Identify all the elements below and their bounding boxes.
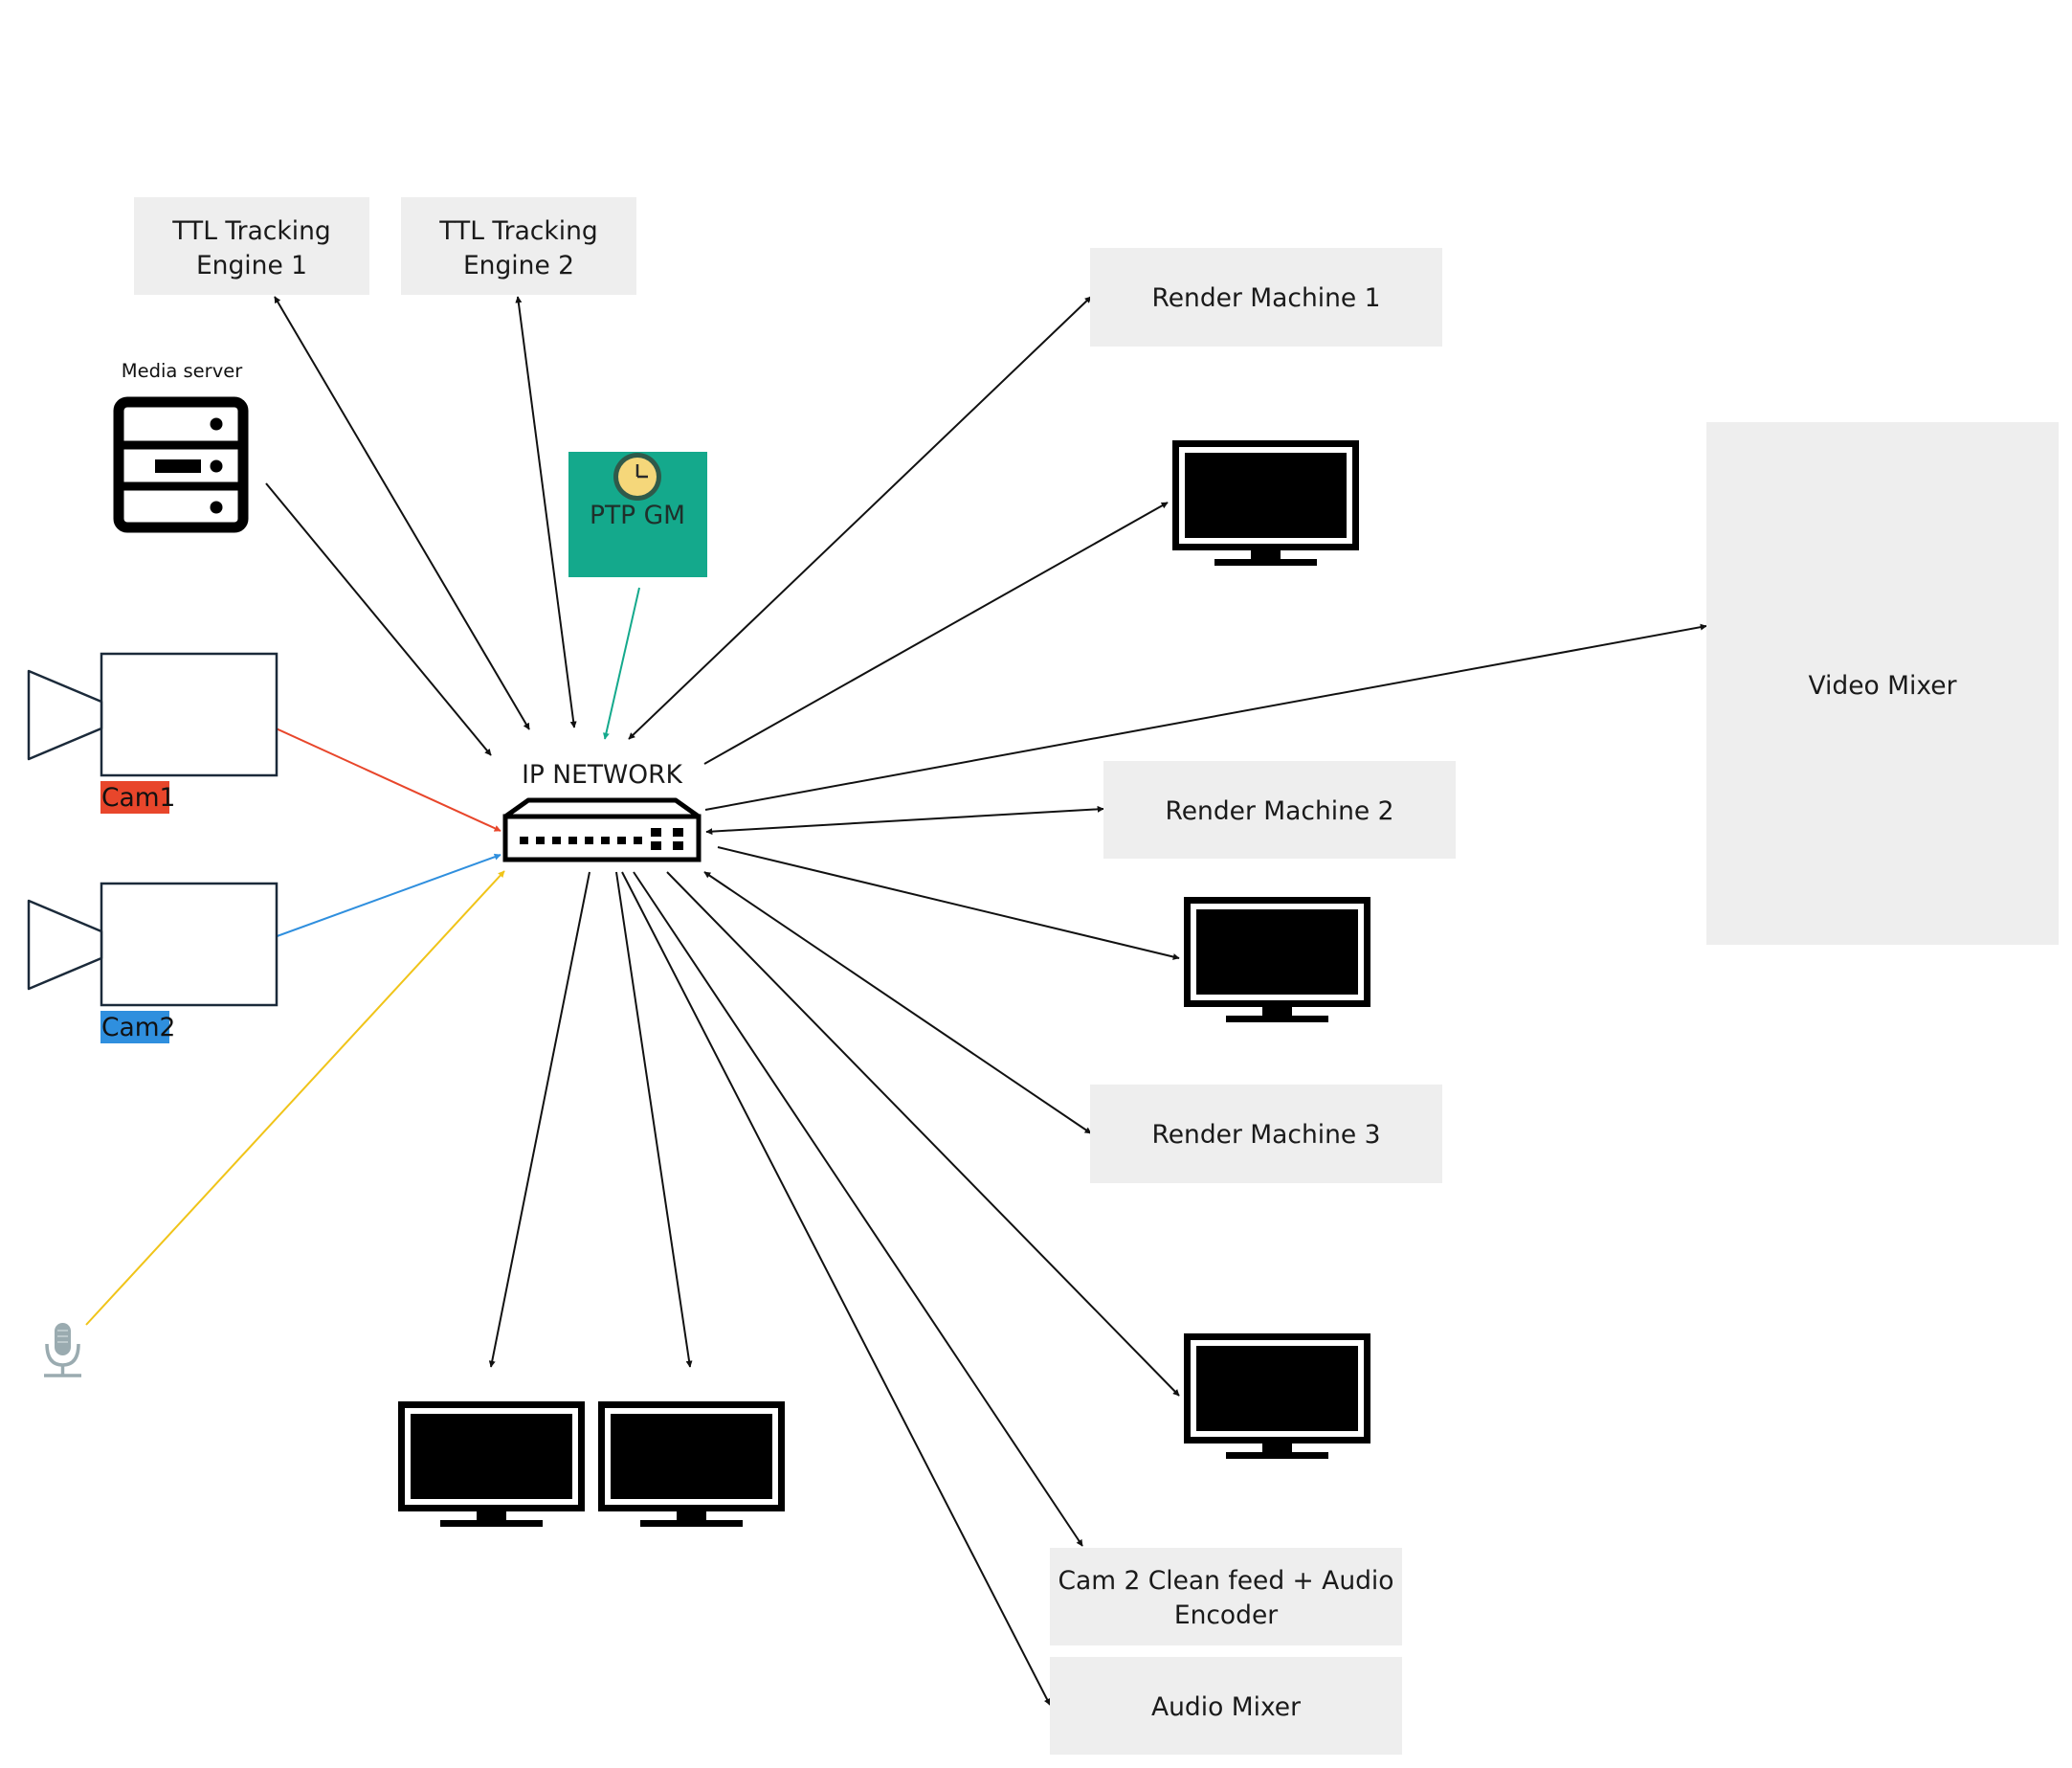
edge-monitor-bottom-left — [488, 871, 590, 1368]
monitor-icon — [1184, 897, 1370, 1022]
edge-monitor-2 — [717, 846, 1180, 960]
edge-cam1 — [250, 716, 501, 832]
ttl2-label-line2: Engine 2 — [463, 251, 574, 280]
edge-monitor-1 — [703, 502, 1169, 765]
edge-encoder — [633, 871, 1083, 1547]
media-server-label: Media server — [122, 360, 243, 382]
edge-cam2 — [250, 853, 501, 947]
edge-render1 — [628, 296, 1092, 740]
render-machine-2[interactable]: Render Machine 2 — [1103, 761, 1456, 859]
edge-render3 — [703, 871, 1092, 1134]
monitor-icon — [598, 1401, 785, 1527]
edge-ptp — [602, 587, 640, 740]
encoder-label-line1: Cam 2 Clean feed + Audio — [1058, 1566, 1393, 1596]
render2-label: Render Machine 2 — [1166, 796, 1394, 826]
video-camera-icon — [27, 882, 278, 1007]
edge-audio-mixer — [621, 871, 1051, 1706]
video-mixer[interactable]: Video Mixer — [1706, 422, 2059, 945]
edge-ttl2 — [515, 296, 577, 728]
clock-icon — [613, 453, 661, 501]
camera-2[interactable]: Cam2 — [27, 882, 278, 1043]
render-machine-1[interactable]: Render Machine 1 — [1090, 248, 1442, 347]
video-camera-icon — [27, 652, 278, 777]
ttl-tracking-engine-2[interactable]: TTL Tracking Engine 2 — [401, 197, 636, 295]
connection-lines — [85, 296, 1707, 1706]
camera-1[interactable]: Cam1 — [27, 652, 278, 814]
edge-render2 — [705, 805, 1104, 836]
ttl-tracking-engine-1[interactable]: TTL Tracking Engine 1 — [134, 197, 369, 295]
video-mixer-label: Video Mixer — [1809, 671, 1957, 701]
network-switch-icon — [502, 797, 702, 862]
ttl1-label-line2: Engine 1 — [196, 251, 307, 280]
microphone-icon — [44, 1323, 81, 1377]
ttl2-label-line1: TTL Tracking — [438, 216, 597, 246]
ip-network[interactable]: IP NETWORK — [502, 760, 702, 862]
render-machine-3[interactable]: Render Machine 3 — [1090, 1085, 1442, 1183]
monitor-icon — [398, 1401, 585, 1527]
audio-mixer-label: Audio Mixer — [1151, 1692, 1301, 1722]
render1-label: Render Machine 1 — [1152, 283, 1381, 313]
monitor-icon — [1184, 1333, 1370, 1459]
edge-monitor-bottom-right — [615, 871, 693, 1368]
encoder-label-line2: Encoder — [1174, 1600, 1278, 1630]
encoder[interactable]: Cam 2 Clean feed + Audio Encoder — [1050, 1548, 1402, 1645]
audio-mixer[interactable]: Audio Mixer — [1050, 1657, 1402, 1755]
edge-ttl1 — [274, 296, 530, 730]
microphone[interactable] — [44, 1323, 81, 1377]
ptp-grandmaster[interactable]: PTP GM — [568, 452, 707, 577]
ttl1-label-line1: TTL Tracking — [171, 216, 330, 246]
media-server[interactable]: Media server — [113, 360, 249, 533]
edge-media-server — [265, 482, 492, 756]
edge-mic — [85, 870, 505, 1326]
edge-video-mixer — [704, 623, 1707, 811]
render3-label: Render Machine 3 — [1152, 1120, 1381, 1150]
edge-monitor-3 — [666, 871, 1180, 1397]
monitor-icon — [1172, 440, 1359, 566]
cam2-label: Cam2 — [101, 1013, 175, 1042]
ip-network-label: IP NETWORK — [522, 760, 682, 790]
ptp-label: PTP GM — [590, 501, 685, 530]
cam1-label: Cam1 — [101, 783, 175, 813]
server-rack-icon — [113, 396, 249, 533]
